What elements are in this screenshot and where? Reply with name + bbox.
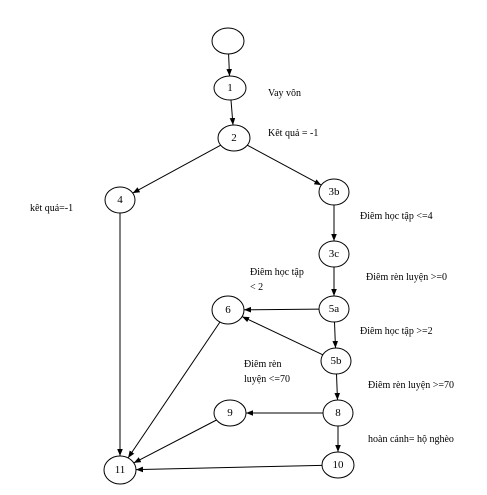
edge-5a-to-6 — [243, 306, 320, 313]
edge-2-to-3b — [247, 144, 322, 186]
edge-1-to-2 — [229, 99, 236, 126]
annotation-hoan-canh: hoàn cảnh= hộ nghèo — [368, 434, 454, 445]
node-1-label: 1 — [227, 82, 233, 94]
edge-10-to-11 — [135, 464, 323, 473]
edges-layer — [117, 53, 341, 473]
node-11-label: 11 — [115, 464, 126, 476]
annotation-diem-ren-luyen-le70-line1: Điêm rèn — [244, 359, 282, 370]
edge-2-to-4 — [132, 144, 221, 194]
node-3c-label: 3c — [329, 248, 340, 260]
edge-6-to-11 — [127, 321, 221, 459]
node-8-label: 8 — [335, 407, 341, 419]
annotation-diem-hoc-tap-lt2-line1: Điêm học tập — [250, 267, 304, 278]
node-10: 10 — [321, 451, 355, 479]
edge-9-to-11 — [133, 419, 217, 464]
annotation-diem-hoc-tap-lt2-line2: < 2 — [250, 282, 263, 293]
annotation-ket-qua-node-2: Kêt quả = -1 — [268, 128, 318, 139]
edge-5b-to-6 — [241, 316, 324, 356]
node-4-label: 4 — [117, 194, 123, 206]
node-9: 9 — [213, 399, 247, 427]
node-5b-label: 5b — [331, 355, 343, 367]
annotation-diem-ren-luyen-le70-line2: luyện <=70 — [244, 374, 290, 385]
node-6-label: 6 — [225, 304, 231, 316]
node-5a-label: 5a — [329, 303, 340, 315]
node-11: 11 — [103, 455, 137, 485]
annotation-vay-von: Vay vôn — [268, 88, 301, 99]
annotation-diem-hoc-tap-ge2: Điêm học tập >=2 — [360, 326, 433, 337]
node-5b: 5b — [320, 347, 352, 375]
node-2: 2 — [217, 124, 251, 152]
node-6: 6 — [211, 295, 245, 325]
edge-start-to-1 — [226, 53, 233, 77]
edge-5a-to-5b — [332, 321, 339, 349]
node-9-label: 9 — [227, 407, 233, 419]
node-8: 8 — [322, 399, 354, 427]
annotation-ket-qua-node-4: kêt quả=-1 — [30, 203, 73, 214]
edge-5b-to-8 — [334, 373, 341, 401]
annotation-diem-ren-luyen-ge0: Điêm rèn luyện >=0 — [366, 272, 447, 283]
node-10-label: 10 — [333, 459, 345, 471]
node-2-label: 2 — [231, 132, 237, 144]
node-1: 1 — [213, 75, 247, 101]
annotation-diem-hoc-tap-le4: Điêm học tập <=4 — [360, 211, 433, 222]
node-3c: 3c — [318, 240, 350, 268]
node-start — [211, 27, 245, 55]
annotation-diem-ren-luyen-ge70: Điêm rèn luyện >=70 — [368, 380, 454, 391]
node-3b-label: 3b — [329, 186, 341, 198]
node-4: 4 — [104, 186, 136, 214]
node-5a: 5a — [318, 295, 350, 323]
node-3b: 3b — [318, 178, 350, 206]
